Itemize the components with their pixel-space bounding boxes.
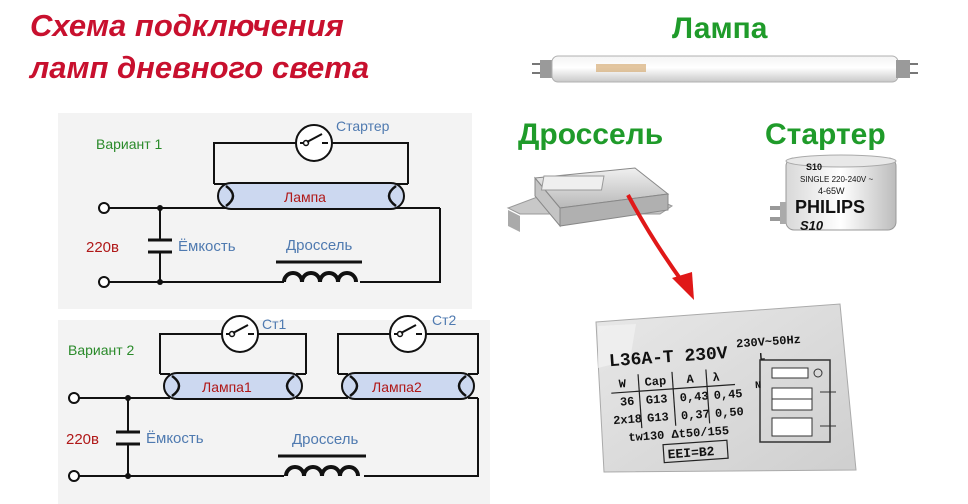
- variant1-starter-label: Стартер: [336, 118, 390, 134]
- variant2-junction-top: [125, 395, 131, 401]
- variant1-junction-top: [157, 205, 163, 211]
- title-line1: Схема подключения: [30, 8, 344, 43]
- variant2-choke-coil: [278, 454, 366, 477]
- variant1-lamp-symbol: [217, 182, 405, 210]
- choke-col-cap: Cap: [644, 374, 667, 389]
- choke-eei-text: EEI=B2: [667, 444, 715, 462]
- variant1-lamp-label: Лампа: [284, 189, 326, 205]
- variant2-lamp1-symbol: [163, 372, 303, 400]
- variant1-terminal-bottom: [98, 276, 110, 288]
- choke-row2-cap: G13: [647, 410, 670, 425]
- variant2-terminal-top: [68, 392, 80, 404]
- variant2-voltage-label: 220в: [66, 431, 99, 448]
- choke-row1-w: 36: [619, 395, 634, 410]
- variant1-choke-label: Дроссель: [286, 237, 352, 254]
- choke-label-photo: [595, 303, 857, 473]
- variant2-panel: [58, 320, 490, 504]
- starter-photo-label: Стартер: [765, 118, 886, 151]
- choke-row1-l: 0,45: [713, 387, 743, 403]
- variant2-lamp1-label: Лампа1: [202, 379, 252, 395]
- starter-power-text: 4-65W: [818, 186, 845, 196]
- variant1-terminal-top: [98, 202, 110, 214]
- variant2-capacitor-label: Ёмкость: [146, 430, 204, 447]
- choke-terminal-n: N: [755, 381, 762, 392]
- variant1-choke-coil: [276, 260, 362, 283]
- variant2-terminal-bottom: [68, 470, 80, 482]
- variant1-label: Вариант 1: [96, 136, 163, 152]
- variant2-starter2-symbol: [389, 315, 427, 353]
- choke-col-w: W: [618, 377, 627, 392]
- variant1-capacitor-label: Ёмкость: [178, 238, 236, 255]
- choke-row2-a: 0,37: [681, 407, 711, 423]
- choke-row1-a: 0,43: [679, 389, 709, 405]
- variant2-label: Вариант 2: [68, 342, 135, 358]
- variant1-panel: [58, 113, 472, 309]
- variant1-voltage-label: 220в: [86, 239, 119, 256]
- red-arrow: [626, 194, 694, 300]
- variant2-starter2-label: Ст2: [432, 312, 457, 328]
- choke-row2-w: 2x18: [613, 412, 643, 428]
- choke-row2-l: 0,50: [715, 405, 745, 421]
- choke-photo: [506, 167, 674, 232]
- starter-model-top: S10: [806, 162, 822, 172]
- choke-col-lambda: λ: [712, 371, 720, 385]
- choke-supply-text: 230V~50Hz: [736, 333, 802, 351]
- choke-label-table-grid: [611, 369, 736, 464]
- variant2-lamp2-symbol: [341, 372, 475, 400]
- starter-photo: [770, 154, 897, 231]
- starter-brand-text: PHILIPS: [795, 197, 865, 217]
- variant2-junction-bottom: [125, 473, 131, 479]
- choke-row1-cap: G13: [645, 392, 668, 407]
- choke-terminal-l: L: [759, 352, 766, 363]
- variant1-junction-bottom: [157, 279, 163, 285]
- variant2-lamp2-label: Лампа2: [372, 379, 422, 395]
- lamp-photo: [532, 55, 918, 83]
- variant2-starter1-symbol: [221, 315, 259, 353]
- choke-photo-label: Дроссель: [518, 118, 664, 151]
- variant1-starter-symbol: [295, 124, 333, 162]
- lamp-photo-label: Лампа: [672, 12, 768, 45]
- title-line2: ламп дневного света: [30, 50, 370, 85]
- variant2-choke-label: Дроссель: [292, 431, 358, 448]
- variant2-starter1-label: Ст1: [262, 316, 287, 332]
- variant1-circuit: [104, 142, 441, 283]
- variant2-circuit: [74, 333, 479, 477]
- starter-model-text: S10: [800, 218, 824, 233]
- choke-col-a: A: [686, 372, 695, 387]
- starter-spec-text: SINGLE 220-240V ~: [800, 175, 873, 184]
